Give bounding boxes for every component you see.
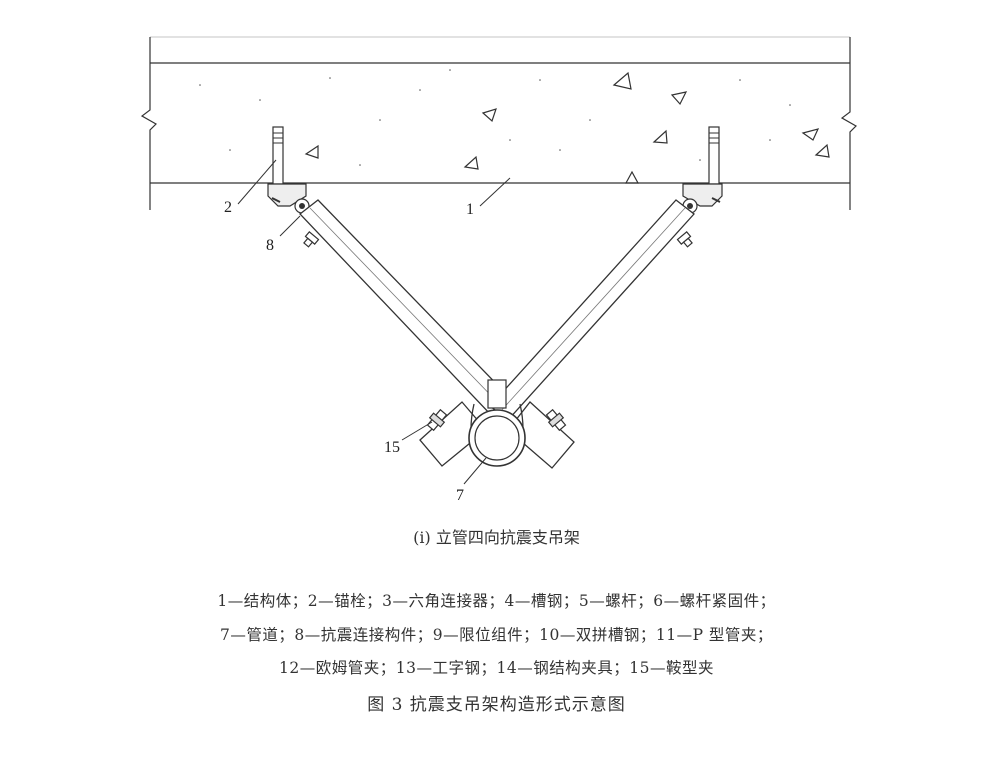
callout-8: 8 [266,237,274,254]
callout-2: 2 [224,199,232,216]
anchor-bolt-left [272,126,284,185]
subfigure-caption: (i) 立管四向抗震支吊架 [413,528,580,547]
callout-1: 1 [466,201,474,218]
seismic-support-diagram: 2 1 8 15 7 [140,36,857,504]
legend-line-3: 12—欧姆管夹；13—工字钢；14—钢结构夹具；15—鞍型夹 [279,659,714,677]
concrete-slab [140,36,857,210]
saddle-clamp-screw-left [426,408,448,432]
seismic-connector-right [676,183,723,248]
saddle-clamp-screw-right [545,408,567,432]
channel-arm-left [299,199,513,417]
figure-title: 图 3 抗震支吊架构造形式示意图 [367,695,626,715]
pipe [468,379,526,467]
leader-lines [237,159,511,485]
anchor-bolt-right [708,126,720,185]
legend-line-2: 7—管道；8—抗震连接构件；9—限位组件；10—双拼槽钢；11—P 型管夹； [220,626,773,644]
callout-15: 15 [384,439,400,456]
channel-arm-right [489,199,695,421]
callout-7: 7 [456,487,464,504]
legend-line-1: 1—结构体；2—锚栓；3—六角连接器；4—槽钢；5—螺杆；6—螺杆紧固件； [217,592,776,610]
seismic-connector-left [267,183,320,248]
